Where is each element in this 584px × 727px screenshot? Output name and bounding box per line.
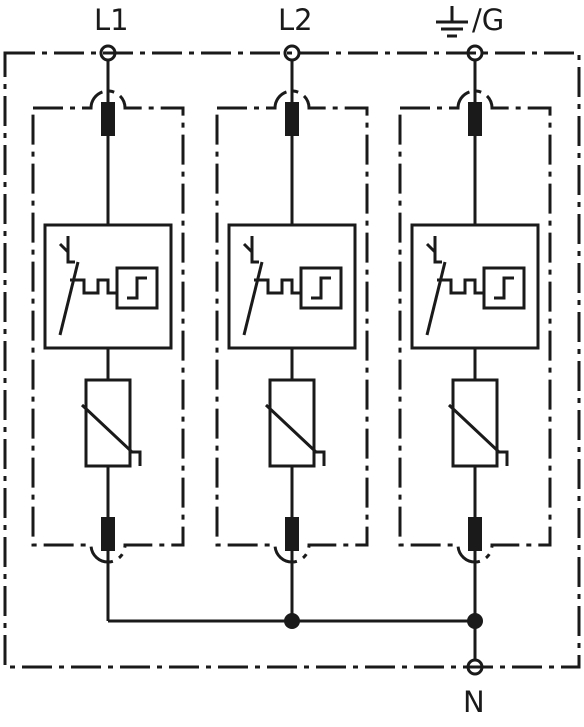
module-l2 xyxy=(215,44,369,564)
label-neutral: N xyxy=(463,685,485,719)
junction-dot xyxy=(284,613,300,629)
terminal-ground xyxy=(466,44,484,62)
label-l2: L2 xyxy=(278,3,313,37)
terminal-l2 xyxy=(283,44,301,62)
ground-icon xyxy=(436,6,468,38)
terminal-n xyxy=(466,658,484,676)
module-ground xyxy=(398,44,552,564)
outer-enclosure xyxy=(3,51,581,669)
module-l1 xyxy=(31,44,185,564)
terminal-l1 xyxy=(99,44,117,62)
junction-dot xyxy=(467,613,483,629)
common-bus xyxy=(106,562,483,661)
label-ground: /G xyxy=(472,3,505,37)
label-l1: L1 xyxy=(94,3,129,37)
